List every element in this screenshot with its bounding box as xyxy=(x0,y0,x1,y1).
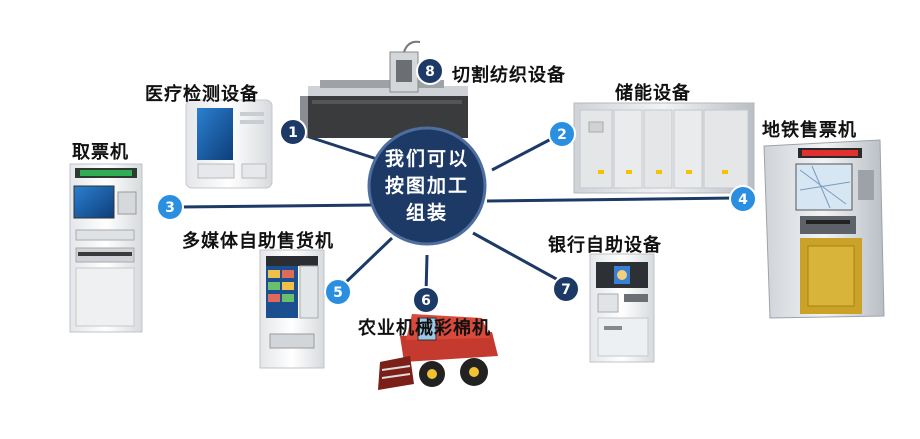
center-hub xyxy=(367,126,487,246)
svg-text:1: 1 xyxy=(288,125,298,141)
label-medical-device: 医疗检测设备 xyxy=(145,84,259,105)
spoke-3 xyxy=(177,203,373,209)
cutting-machine-image xyxy=(300,40,468,138)
center-line-3: 组装 xyxy=(405,202,448,224)
badges: 1 2 3 4 5 6 7 8 xyxy=(156,57,757,314)
svg-text:6: 6 xyxy=(421,293,431,309)
center-line-1: 我们可以 xyxy=(384,148,469,170)
label-ticket-machine: 取票机 xyxy=(72,142,129,163)
energy-storage-image xyxy=(573,102,755,194)
badge-3: 3 xyxy=(156,193,184,221)
cotton-harvester-image xyxy=(378,314,498,390)
label-cutting-textile: 切割纺织设备 xyxy=(452,65,566,86)
svg-text:4: 4 xyxy=(738,192,748,208)
badge-4: 4 xyxy=(729,185,757,213)
label-cotton-harvester: 农业机械彩棉机 xyxy=(358,318,491,339)
badge-6: 6 xyxy=(412,286,440,314)
svg-text:3: 3 xyxy=(165,200,175,216)
spoke-5 xyxy=(341,236,394,287)
badge-5: 5 xyxy=(324,278,352,306)
vending-machine-image xyxy=(259,249,325,369)
center-caption: 我们可以 按图加工 组装 xyxy=(372,146,482,227)
label-energy-storage: 储能设备 xyxy=(615,83,691,104)
svg-text:8: 8 xyxy=(425,64,435,80)
label-bank-device: 银行自助设备 xyxy=(548,235,662,256)
badge-2: 2 xyxy=(548,120,576,148)
svg-text:5: 5 xyxy=(333,285,343,301)
spoke-1 xyxy=(299,132,381,162)
center-line-2: 按图加工 xyxy=(384,175,469,197)
label-subway-ticket-machine: 地铁售票机 xyxy=(762,120,857,141)
bank-machine-image xyxy=(589,253,655,363)
spokes xyxy=(177,84,736,295)
svg-text:7: 7 xyxy=(561,282,571,298)
subway-ticket-machine-image xyxy=(763,139,885,319)
badge-8: 8 xyxy=(416,57,444,85)
ticket-machine-image xyxy=(69,163,143,333)
svg-text:2: 2 xyxy=(557,127,567,143)
spoke-4 xyxy=(486,196,736,203)
label-vending-machine: 多媒体自助售货机 xyxy=(182,231,334,252)
spoke-2 xyxy=(491,135,556,172)
medical-device-image xyxy=(185,99,273,189)
badge-1: 1 xyxy=(279,118,307,146)
badge-7: 7 xyxy=(552,275,580,303)
spoke-7 xyxy=(472,231,561,283)
